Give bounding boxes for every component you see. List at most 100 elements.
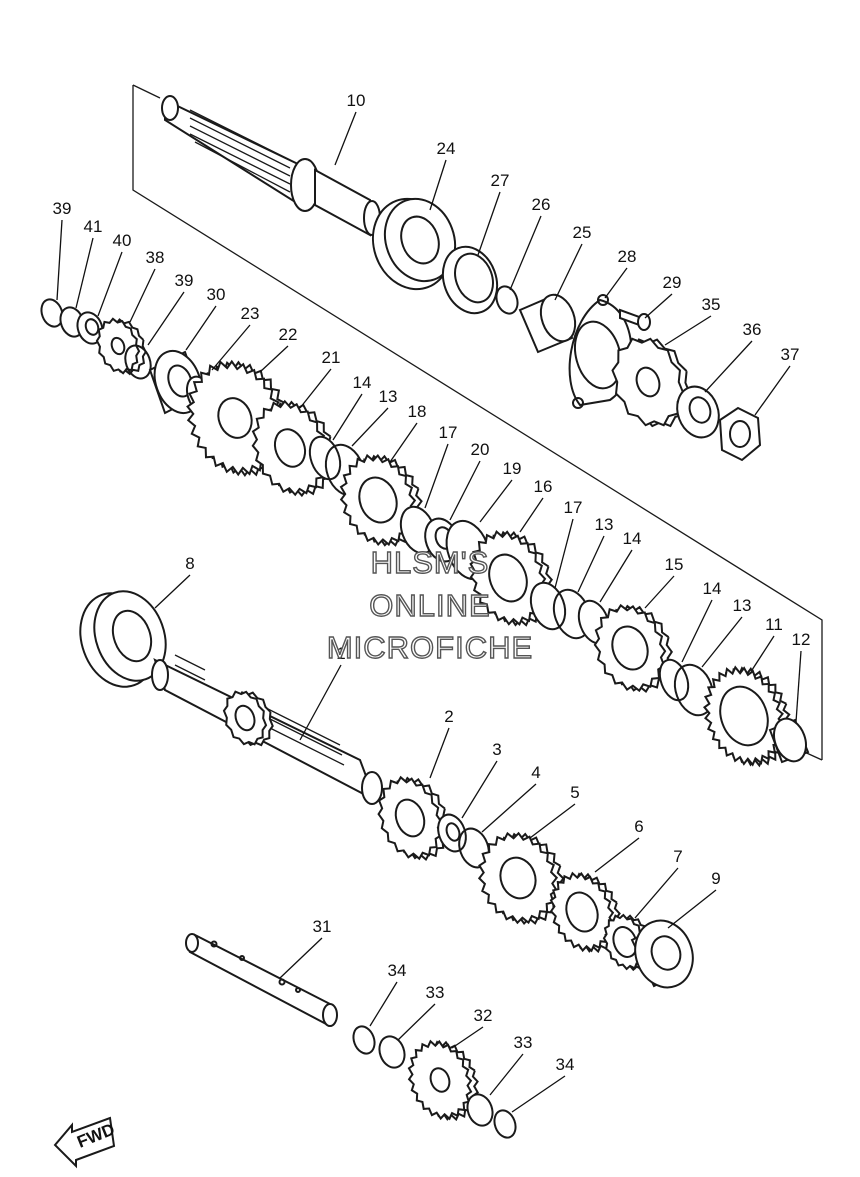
fwd-arrow-icon: FWD xyxy=(53,1116,117,1169)
callout-c6: 6 xyxy=(634,817,643,836)
washer-part-14-lower[interactable] xyxy=(655,656,694,704)
callout-c1: 1 xyxy=(336,644,345,663)
washer-part-17-lower[interactable] xyxy=(525,578,571,634)
callout-c14c: 14 xyxy=(703,579,722,598)
leader-line-c22 xyxy=(259,345,289,373)
lock-washer-part-36[interactable] xyxy=(670,381,725,444)
callout-c41: 41 xyxy=(84,217,103,236)
callout-c40: 40 xyxy=(113,231,132,250)
leader-line-c21 xyxy=(299,368,332,409)
callout-c14b: 14 xyxy=(623,529,642,548)
bearing-part-30[interactable] xyxy=(146,344,209,419)
gear-part-21[interactable] xyxy=(240,389,347,509)
callout-c3: 3 xyxy=(492,740,501,759)
circlip-part-34-right[interactable] xyxy=(491,1107,519,1140)
leader-line-c27 xyxy=(477,191,501,256)
leader-line-c17a xyxy=(424,443,449,509)
circlip-part-39[interactable] xyxy=(38,296,66,329)
circlip-part-39-second[interactable] xyxy=(121,342,155,382)
gear-part-5[interactable] xyxy=(467,820,576,936)
circlip-part-13-lower[interactable] xyxy=(668,659,720,720)
callout-c13c: 13 xyxy=(733,596,752,615)
washer-part-40[interactable] xyxy=(73,309,106,347)
leader-line-c5 xyxy=(529,803,576,839)
leader-line-c3 xyxy=(461,760,498,819)
collar-part-25[interactable] xyxy=(518,290,581,354)
leader-line-c13c xyxy=(701,616,743,668)
callout-c8: 8 xyxy=(185,554,194,573)
bearing-part-24[interactable] xyxy=(361,188,467,300)
gear-part-38[interactable] xyxy=(90,311,153,381)
callout-c17b: 17 xyxy=(564,498,583,517)
callout-c12: 12 xyxy=(792,630,811,649)
bearing-part-8[interactable] xyxy=(68,581,178,697)
callout-c30: 30 xyxy=(207,285,226,304)
bearing-part-9[interactable] xyxy=(626,912,702,995)
callout-c5: 5 xyxy=(570,783,579,802)
leader-line-c13b xyxy=(577,535,605,593)
callout-c34a: 34 xyxy=(388,961,407,980)
callout-c36: 36 xyxy=(743,320,762,339)
callout-c10: 10 xyxy=(347,91,366,110)
washer-part-33-left[interactable] xyxy=(375,1033,408,1071)
callout-c13a: 13 xyxy=(379,387,398,406)
gear-part-6[interactable] xyxy=(540,862,630,962)
o-ring-part-26[interactable] xyxy=(493,283,521,316)
leader-line-c4 xyxy=(481,783,537,833)
leader-line-c25 xyxy=(554,243,583,301)
leader-line-c32 xyxy=(451,1026,484,1049)
callout-c32: 32 xyxy=(474,1006,493,1025)
callout-c39a: 39 xyxy=(53,199,72,218)
leader-line-c39b xyxy=(147,291,185,346)
watermark-line-2: ONLINE xyxy=(369,587,491,623)
main-shaft-gear-part-1[interactable] xyxy=(217,683,280,754)
callout-c31: 31 xyxy=(313,917,332,936)
collar-part-12[interactable] xyxy=(768,714,811,766)
callout-c33b: 33 xyxy=(514,1033,533,1052)
leader-line-c40 xyxy=(97,251,123,317)
callout-c20: 20 xyxy=(471,440,490,459)
gear-part-2[interactable] xyxy=(368,767,459,870)
leader-line-c36 xyxy=(704,340,753,393)
leader-line-c20 xyxy=(449,460,481,521)
drive-sprocket-part-35[interactable] xyxy=(600,325,702,440)
leader-line-c11 xyxy=(751,635,775,671)
callout-c14a: 14 xyxy=(353,373,372,392)
leader-line-c39a xyxy=(56,219,63,301)
callout-c16: 16 xyxy=(534,477,553,496)
oil-seal-part-27[interactable] xyxy=(434,239,506,321)
nut-part-37[interactable] xyxy=(718,406,762,462)
main-axle-part-10[interactable] xyxy=(161,95,381,237)
leader-line-c9 xyxy=(667,889,717,929)
leader-line-c24 xyxy=(429,159,447,211)
leader-line-c16 xyxy=(519,497,544,533)
callout-c7: 7 xyxy=(673,847,682,866)
shaft-part-31[interactable] xyxy=(185,933,338,1027)
washer-part-33-right[interactable] xyxy=(463,1091,496,1129)
leader-line-c33a xyxy=(397,1003,436,1041)
gear-part-11[interactable] xyxy=(691,654,803,779)
leader-line-c13a xyxy=(351,407,389,447)
bolt-part-29[interactable] xyxy=(619,308,651,331)
callout-c27: 27 xyxy=(491,171,510,190)
circlip-part-34-left[interactable] xyxy=(350,1023,378,1056)
leader-line-c17b xyxy=(554,518,574,589)
callout-c25: 25 xyxy=(573,223,592,242)
leader-line-c10 xyxy=(334,111,357,166)
callout-c11: 11 xyxy=(765,615,783,634)
callout-c33a: 33 xyxy=(426,983,445,1002)
leader-line-c19 xyxy=(479,479,513,523)
gear-part-32[interactable] xyxy=(398,1030,488,1130)
leader-line-c14b xyxy=(599,549,633,603)
leader-line-c31 xyxy=(279,937,323,979)
callout-c39b: 39 xyxy=(175,271,194,290)
callout-labels: 1024272625282935363739414038393023222114… xyxy=(53,91,811,1113)
callout-c24: 24 xyxy=(437,139,456,158)
callout-c22: 22 xyxy=(279,325,298,344)
leader-line-c12 xyxy=(795,650,802,723)
callout-c18: 18 xyxy=(408,402,427,421)
leader-line-c14a xyxy=(332,393,363,441)
watermark-line-1: HLSM'S xyxy=(370,544,490,580)
leader-line-c2 xyxy=(429,727,450,779)
